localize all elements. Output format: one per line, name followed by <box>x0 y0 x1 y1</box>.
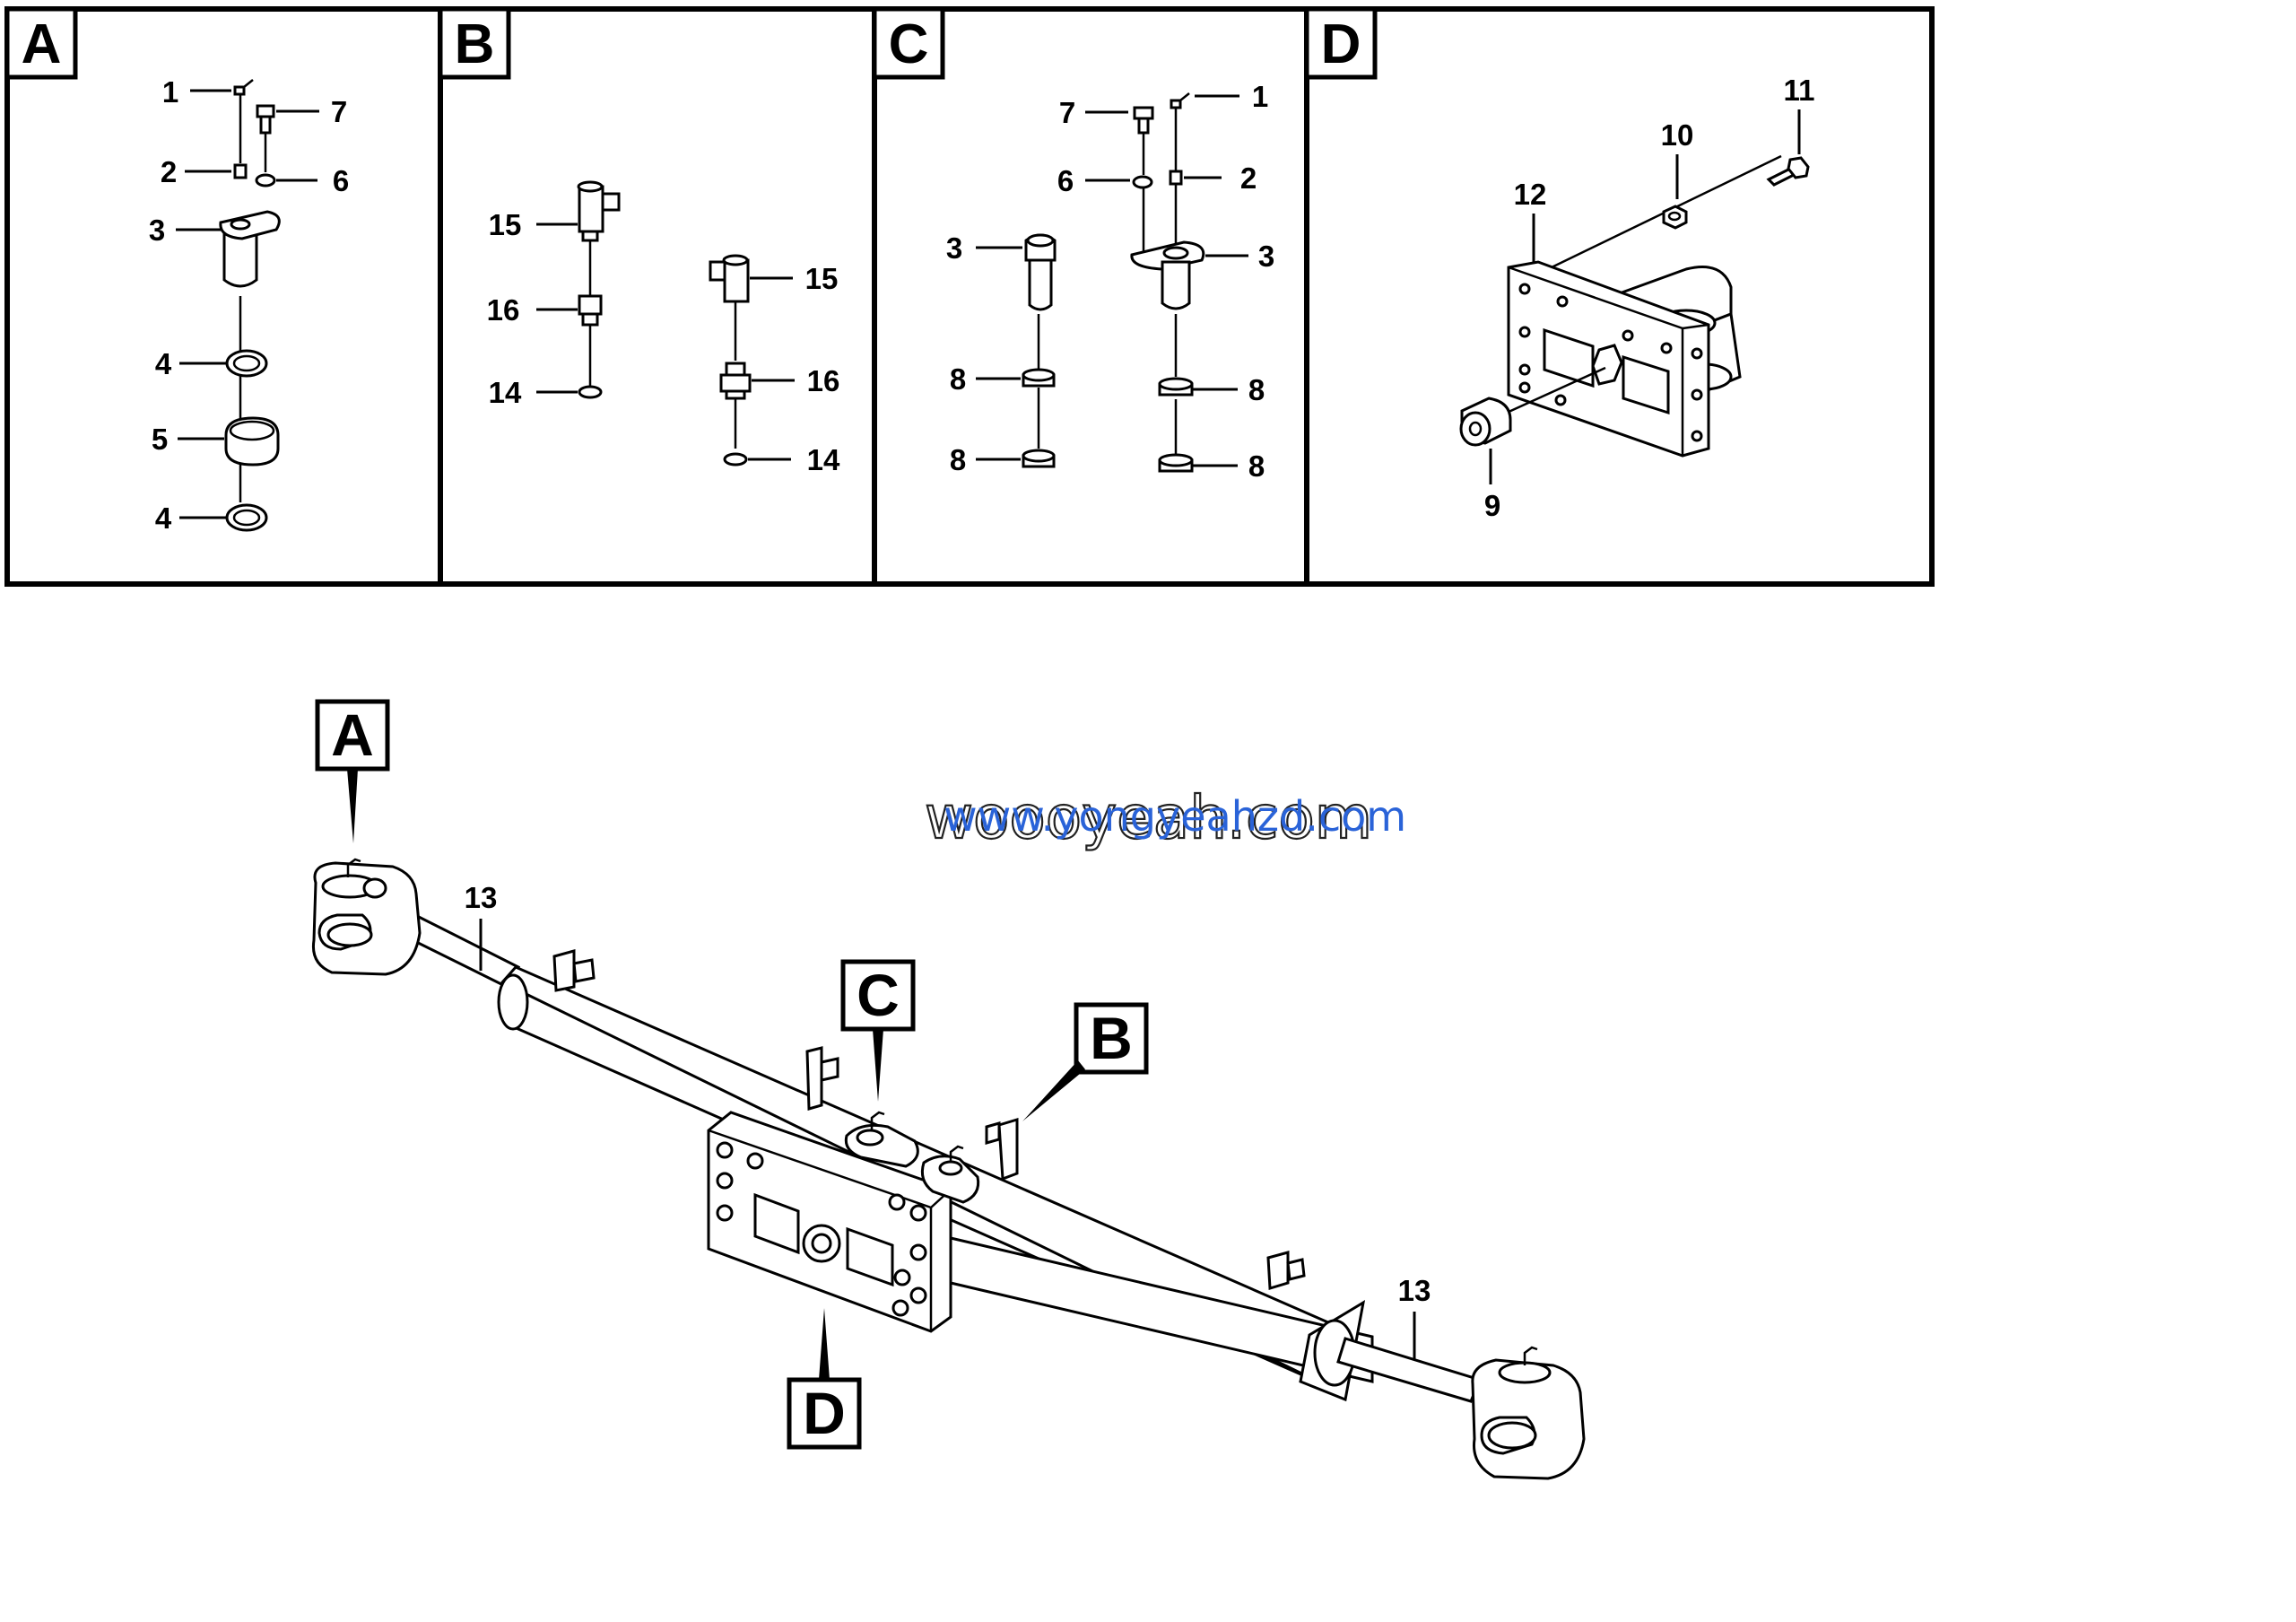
callout-13: 13 <box>465 881 498 914</box>
callout-3: 3 <box>1258 240 1274 273</box>
callout-7: 7 <box>1059 96 1075 129</box>
watermark: woooyeah.com www.yongyeahzd.com <box>924 782 1406 853</box>
callout-4: 4 <box>155 501 172 535</box>
view-label-d: D <box>803 1380 846 1446</box>
callout-16: 16 <box>807 364 840 397</box>
callout-13: 13 <box>1398 1274 1431 1307</box>
callout-8: 8 <box>1248 449 1265 483</box>
callout-8: 8 <box>950 362 966 396</box>
callout-16: 16 <box>487 293 520 327</box>
callout-14: 14 <box>807 443 840 476</box>
callout-4: 4 <box>155 347 172 380</box>
callout-15: 15 <box>805 262 839 295</box>
svg-text:B: B <box>455 13 495 75</box>
callout-5: 5 <box>152 423 168 456</box>
callout-15: 15 <box>489 208 522 241</box>
callout-6: 6 <box>333 164 349 197</box>
callout-14: 14 <box>489 376 522 409</box>
callout-3: 3 <box>946 231 962 265</box>
view-label-b-box <box>1074 1002 1149 1075</box>
panel-b-parts: 15 16 14 15 16 14 <box>487 180 840 476</box>
callout-9: 9 <box>1484 489 1500 522</box>
main-assembly: A C B D 13 13 <box>311 699 1586 1480</box>
view-label-b: B <box>1090 1005 1133 1071</box>
view-label-a: A <box>331 702 374 768</box>
panel-c-label: C <box>872 6 945 80</box>
svg-text:woooyeah.com: woooyeah.com <box>925 783 1372 852</box>
svg-text:A: A <box>22 13 62 75</box>
view-label-c: C <box>857 962 900 1028</box>
detail-panels: A B C D <box>4 6 1935 587</box>
callout-6: 6 <box>1057 164 1074 197</box>
svg-text:C: C <box>889 13 929 75</box>
callout-7: 7 <box>331 95 347 128</box>
callout-2: 2 <box>1240 161 1257 195</box>
callout-11: 11 <box>1784 74 1815 107</box>
svg-text:www.yongyeahzd.com: www.yongyeahzd.com <box>944 792 1406 841</box>
panel-c-parts: 7 1 6 2 3 3 8 8 8 8 <box>946 80 1274 483</box>
panels-frame <box>4 6 1935 587</box>
callout-1: 1 <box>1252 80 1268 113</box>
callout-8: 8 <box>1248 373 1265 406</box>
svg-text:D: D <box>1321 13 1361 75</box>
panel-a-parts: 1 7 2 6 3 4 5 4 <box>149 75 349 535</box>
callout-2: 2 <box>161 155 177 188</box>
panel-a-label: A <box>4 6 78 80</box>
panel-d-parts: 11 10 12 9 <box>1459 74 1815 522</box>
panel-d-label: D <box>1304 6 1378 80</box>
callout-10: 10 <box>1661 118 1694 152</box>
panel-b-label: B <box>438 6 511 80</box>
callout-8: 8 <box>950 443 966 476</box>
callout-3: 3 <box>149 214 165 247</box>
callout-12: 12 <box>1514 178 1547 211</box>
callout-1: 1 <box>162 75 178 109</box>
view-label-a-box <box>315 699 390 772</box>
